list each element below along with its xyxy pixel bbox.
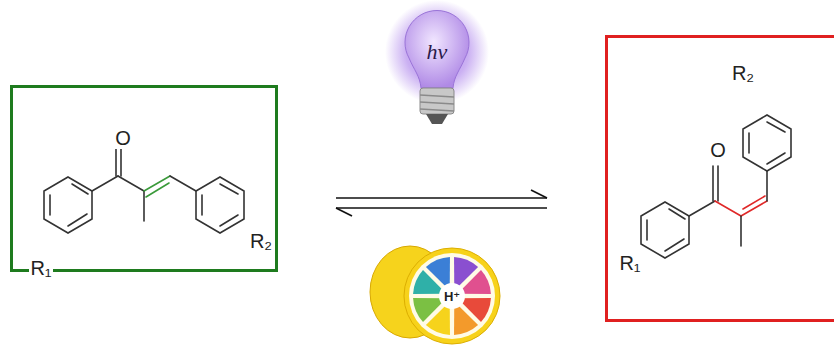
light-symbol: hν	[427, 39, 448, 65]
substituent-label: R₂	[249, 230, 273, 252]
atom-label: O	[709, 139, 727, 161]
z-isomer-box: R₂ O R₁	[605, 35, 834, 322]
light-bulb	[385, 0, 489, 124]
substituent-label: R₁	[29, 257, 52, 279]
proton-symbol: H⁺	[444, 289, 460, 304]
e-isomer-structure	[44, 146, 244, 233]
lemon	[370, 246, 500, 344]
z-isomer-structure	[641, 115, 791, 258]
e-isomer-box: OR₁R₂	[10, 85, 278, 272]
equilibrium-arrow	[336, 190, 547, 198]
equilibrium-arrow	[336, 208, 547, 216]
atom-label: O	[114, 127, 132, 149]
substituent-label: R₂	[731, 62, 755, 84]
substituent-label: R₁	[618, 252, 641, 274]
